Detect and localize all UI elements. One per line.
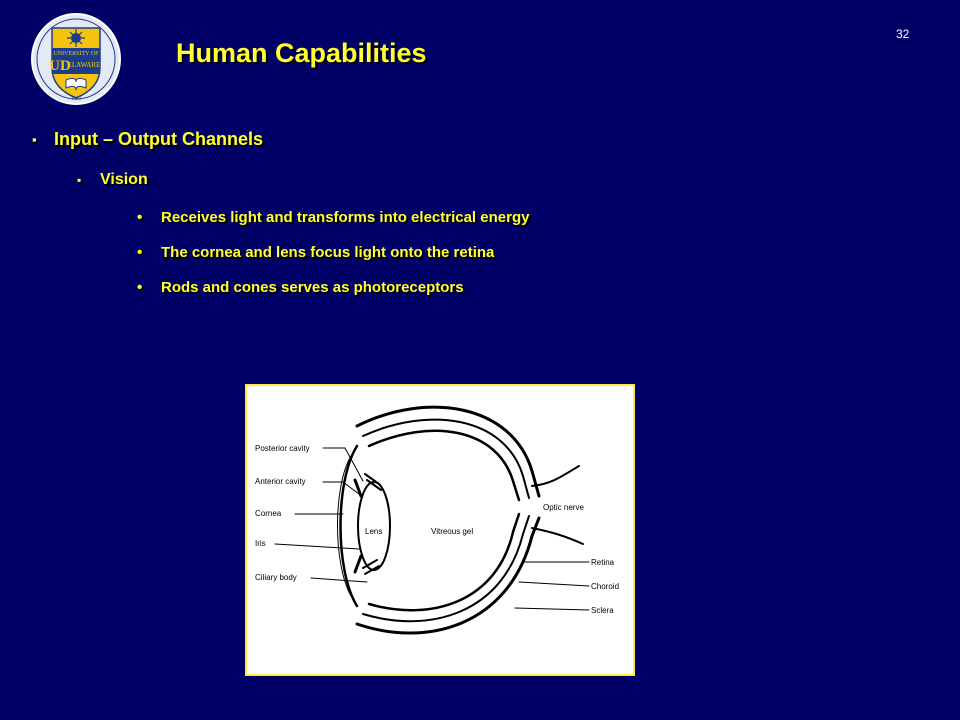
- label-ciliary-body: Ciliary body: [255, 573, 297, 582]
- list-item-text: The cornea and lens focus light onto the…: [161, 244, 495, 261]
- logo-text-bottom: ELAWARE: [68, 61, 101, 69]
- sclera-outline: [355, 405, 541, 635]
- label-lens: Lens: [365, 527, 382, 536]
- label-posterior-cavity: Posterior cavity: [255, 444, 310, 453]
- dot-bullet-icon: •: [137, 279, 143, 296]
- slide-number: 32: [896, 27, 910, 41]
- bullet-level1-text: Input – Output Channels: [54, 129, 263, 149]
- eye-diagram: Posterior cavity Anterior cavity Cornea …: [245, 384, 635, 676]
- dot-bullet-icon: •: [137, 244, 143, 261]
- cornea-outline: [339, 444, 359, 608]
- label-sclera: Sclera: [591, 606, 614, 615]
- list-item-text: Receives light and transforms into elect…: [161, 209, 530, 226]
- logo-year: 1743: [71, 97, 82, 102]
- label-cornea: Cornea: [255, 509, 282, 518]
- list-item-text: Rods and cones serves as photoreceptors: [161, 279, 464, 296]
- retina-outline: [367, 429, 521, 612]
- slide-title: Human Capabilities: [176, 38, 427, 68]
- label-optic-nerve: Optic nerve: [543, 503, 584, 512]
- square-bullet-icon: ▪: [77, 173, 82, 187]
- label-choroid: Choroid: [591, 582, 619, 591]
- bullet-level2-text: Vision: [100, 171, 148, 188]
- label-iris: Iris: [255, 539, 266, 548]
- choroid-outline: [362, 418, 530, 623]
- label-vitreous-gel: Vitreous gel: [431, 527, 473, 536]
- label-anterior-cavity: Anterior cavity: [255, 477, 306, 486]
- logo-monogram: UD: [49, 58, 71, 74]
- dot-bullet-icon: •: [137, 209, 143, 226]
- logo-text-top: UNIVERSITY OF: [54, 51, 100, 57]
- label-retina: Retina: [591, 558, 615, 567]
- optic-nerve: [531, 465, 584, 545]
- eye-anatomy-drawing: Posterior cavity Anterior cavity Cornea …: [255, 405, 619, 635]
- university-of-delaware-logo: UNIVERSITY OF UD ELAWARE 1743: [31, 13, 121, 105]
- lens-outline: [357, 481, 391, 571]
- square-bullet-icon: ▪: [32, 132, 37, 147]
